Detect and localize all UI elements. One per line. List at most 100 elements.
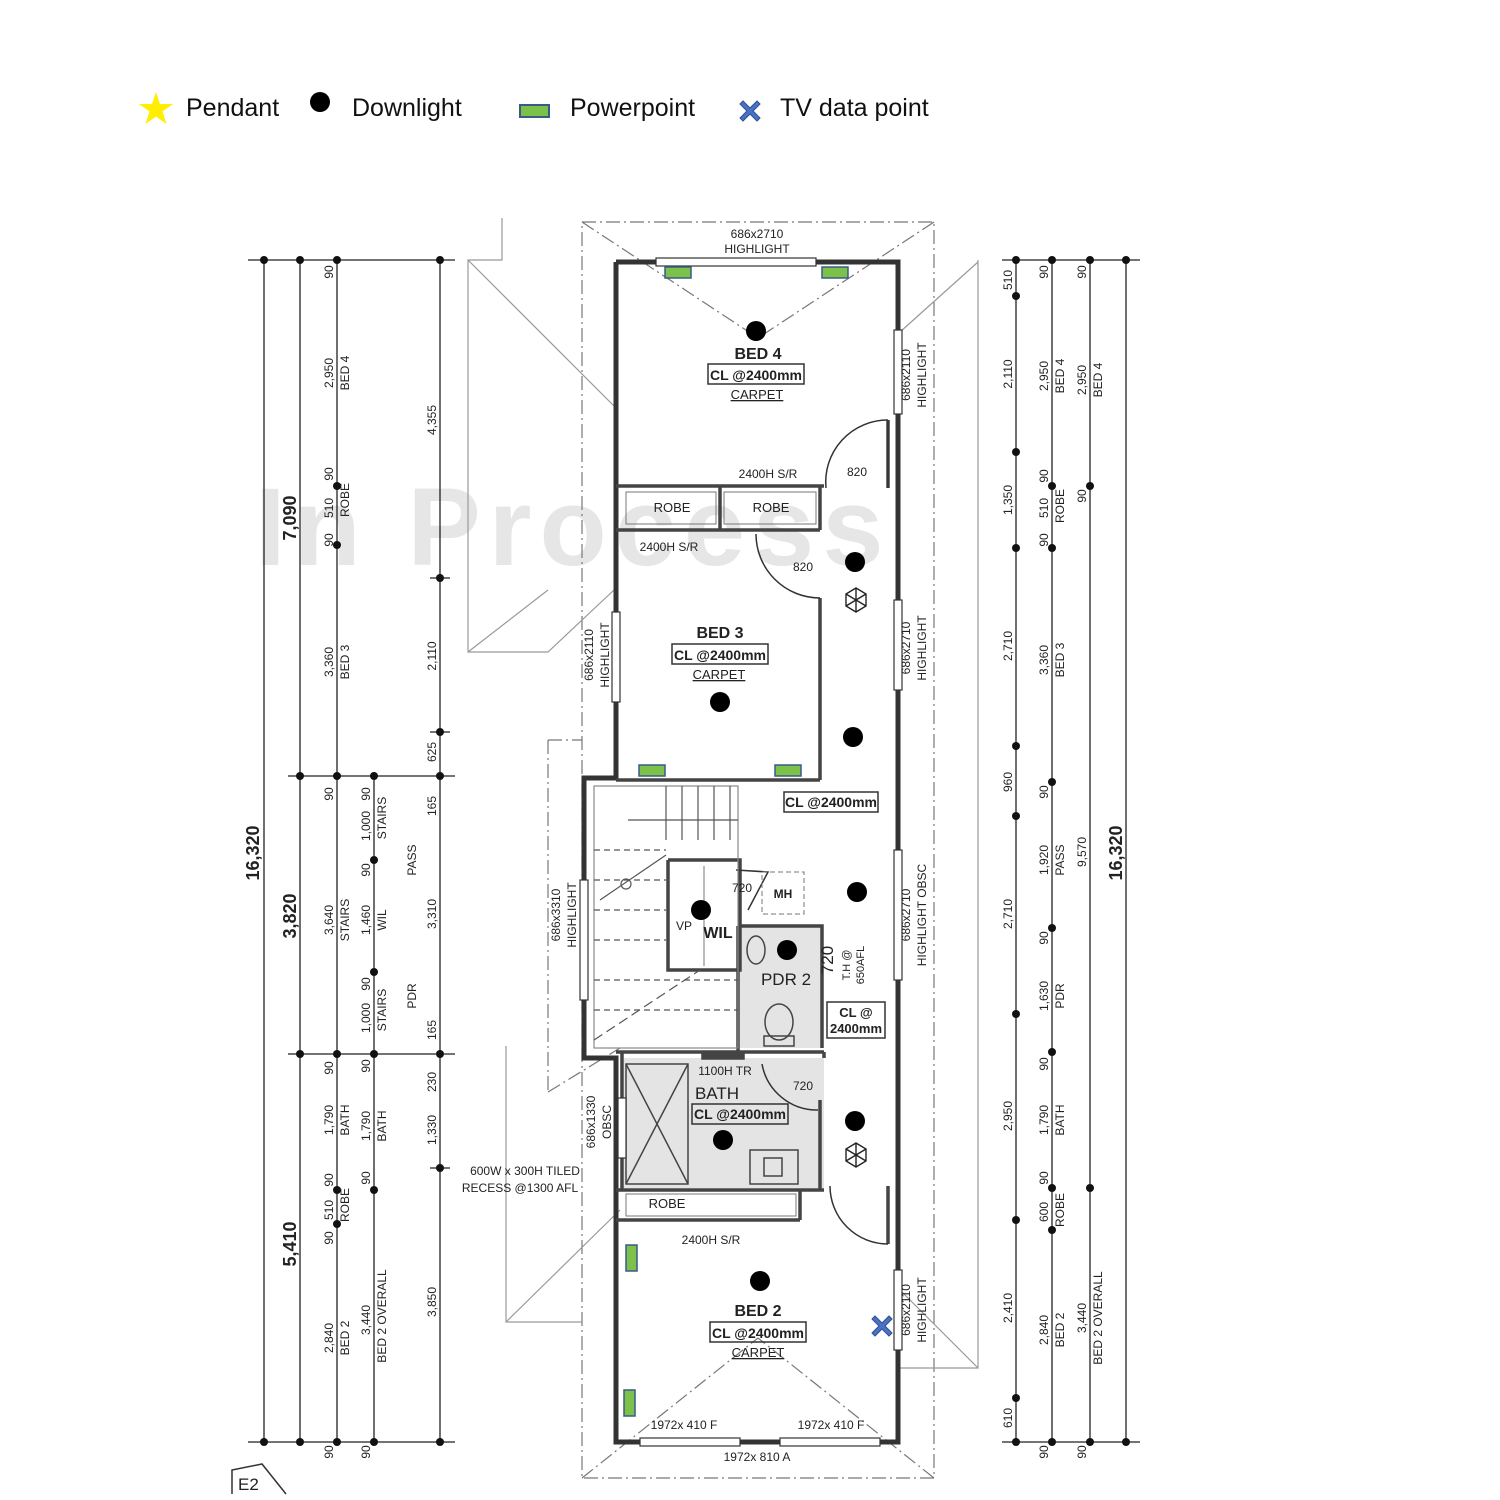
powerpoint <box>774 764 802 777</box>
sr-label: 2400H S/R <box>682 1233 741 1247</box>
dimension-ticks-left <box>260 256 444 1446</box>
neighbour-roof <box>467 218 979 1369</box>
downlight <box>713 1130 733 1150</box>
powerpoint-icon <box>519 104 550 118</box>
pdr2-width: 720 <box>818 946 837 974</box>
downlight <box>777 940 797 960</box>
legend-tv: TV data point <box>736 80 929 136</box>
window-label: 686x3310 <box>549 888 563 941</box>
dim: 90 <box>359 1171 373 1185</box>
powerpoint <box>625 1244 638 1272</box>
dim: 90 <box>1037 1057 1051 1071</box>
bath-rail: 1100H TR <box>698 1064 752 1078</box>
dim: 960 <box>1001 772 1015 792</box>
dim: PDR <box>405 983 419 1009</box>
dim: 90 <box>359 787 373 801</box>
bed3-name: BED 3 <box>696 625 743 642</box>
dim: 1,350 <box>1001 485 1015 515</box>
dim: STAIRS <box>375 989 389 1031</box>
legend-downlight-label: Downlight <box>352 93 462 122</box>
bath-name: BATH <box>695 1084 739 1103</box>
recess-label-2: RECESS @1300 AFL <box>462 1181 579 1195</box>
powerpoint <box>664 266 692 279</box>
dim: 90 <box>1037 785 1051 799</box>
dim: 90 <box>322 467 336 481</box>
legend-pendant-label: Pendant <box>186 93 280 122</box>
dim: 2,710 <box>1001 631 1015 661</box>
exhaust-fan-icon <box>845 587 867 613</box>
dim: 1,790 <box>1037 1105 1051 1135</box>
sr-label: 2400H S/R <box>739 467 798 481</box>
dim: 90 <box>1075 265 1089 279</box>
dim: BED 2 OVERALL <box>1091 1271 1105 1365</box>
dim: 90 <box>322 1445 336 1459</box>
dim: 90 <box>1037 1445 1051 1459</box>
dim: 9,570 <box>1075 837 1089 867</box>
dim-main: 5,410 <box>280 1221 300 1266</box>
dim: 2,110 <box>425 641 439 670</box>
downlight <box>746 321 766 341</box>
dim: WIL <box>375 909 389 931</box>
dim: 4,355 <box>425 405 439 435</box>
dim: PDR <box>1053 983 1067 1009</box>
downlight <box>710 692 730 712</box>
th-label: 650AFL <box>855 946 867 985</box>
downlight <box>691 900 711 920</box>
dim: BED 2 <box>1053 1312 1067 1347</box>
legend-downlight: Downlight <box>308 80 462 136</box>
powerpoints <box>623 266 849 1417</box>
manhole-label: MH <box>774 887 793 901</box>
robe-label: ROBE <box>654 500 691 515</box>
dim: 165 <box>425 1020 439 1040</box>
dim: 2,950 <box>322 358 336 388</box>
dim: PASS <box>405 844 419 875</box>
bed2-floor: CARPET <box>732 1345 785 1360</box>
doors <box>735 419 889 1245</box>
dim: 2,950 <box>1001 1101 1015 1131</box>
dim: BED 3 <box>338 644 352 679</box>
dim: 1,330 <box>425 1115 439 1145</box>
dim: BATH <box>338 1104 352 1135</box>
dim: 90 <box>359 863 373 877</box>
dim: 1,790 <box>322 1105 336 1135</box>
dim: STAIRS <box>375 797 389 839</box>
dim: ROBE <box>1053 489 1067 523</box>
dim: 3,360 <box>322 647 336 677</box>
powerpoint <box>821 266 849 279</box>
dim: BED 3 <box>1053 642 1067 677</box>
dim: 3,640 <box>322 905 336 935</box>
dim: 90 <box>359 1445 373 1459</box>
dim: BED 4 <box>1053 358 1067 393</box>
dim: BED 2 <box>338 1320 352 1355</box>
dim-overall: 16,320 <box>243 825 263 880</box>
window-label: 686x2710 <box>899 621 913 674</box>
dim: BATH <box>375 1110 389 1141</box>
bed4-name: BED 4 <box>734 346 781 363</box>
dim: 90 <box>322 533 336 547</box>
recess-label-1: 600W x 300H TILED <box>470 1164 580 1178</box>
interior-walls <box>616 420 890 1244</box>
dim: 90 <box>1037 931 1051 945</box>
stairs <box>593 785 739 1049</box>
dim-main: 3,820 <box>280 893 300 938</box>
dim: 3,360 <box>1037 645 1051 675</box>
bed2-name: BED 2 <box>734 1303 781 1320</box>
powerpoint <box>623 1389 636 1417</box>
dim: 230 <box>425 1072 439 1092</box>
dim: 90 <box>1037 1171 1051 1185</box>
legend: Pendant Downlight Powerpoint TV data poi… <box>130 80 1030 136</box>
window-label: 686x2110 <box>899 1284 913 1336</box>
dim: 610 <box>1001 1408 1015 1428</box>
sr-label: 2400H S/R <box>640 540 699 554</box>
door-size: 820 <box>793 560 813 574</box>
dim: 90 <box>322 1061 336 1075</box>
bed2-ceiling: CL @2400mm <box>712 1325 804 1341</box>
dim: 90 <box>322 265 336 279</box>
bottom-window-2: 1972x 410 F <box>798 1418 865 1432</box>
dim: 1,460 <box>359 905 373 935</box>
dimension-ticks-right <box>1012 256 1130 1446</box>
downlight <box>843 727 863 747</box>
dim: 90 <box>322 787 336 801</box>
dim: BED 4 <box>338 355 352 390</box>
dim: 510 <box>322 498 336 518</box>
